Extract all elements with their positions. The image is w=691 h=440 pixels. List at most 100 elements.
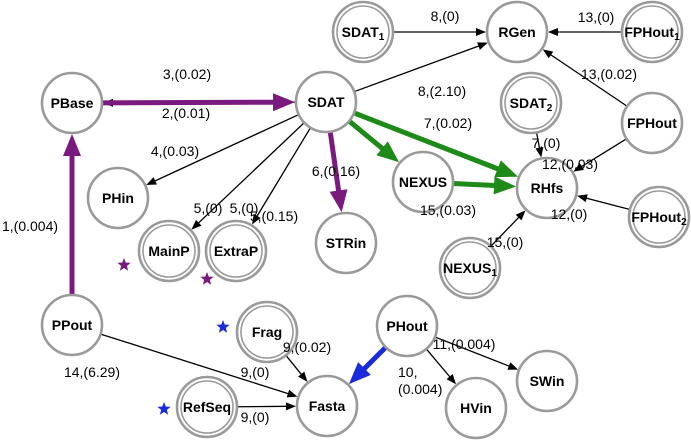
edge-line: [362, 345, 388, 371]
node-pbase: PBase: [40, 71, 104, 135]
edge-line: [452, 180, 496, 188]
edge-arrowhead: [63, 134, 81, 156]
edge-arrowhead: [548, 28, 558, 36]
node-ring: [375, 294, 439, 358]
edge-label-phout-swin: 11,(0.004): [433, 336, 496, 352]
edge-label-pbase-sdat: 2,(0.01): [162, 105, 210, 121]
edge-arrowhead: [285, 402, 297, 411]
node-ring: [204, 219, 268, 283]
edge-arrowhead: [542, 49, 554, 59]
edge-sdat-rgen: [353, 42, 488, 93]
node-label: PBase: [51, 95, 94, 111]
node-inner-ring: [632, 190, 686, 244]
edge-arrowhead: [446, 374, 457, 385]
edge-label-sdat-pbase: 3,(0.02): [163, 66, 211, 82]
edge-line: [549, 53, 628, 107]
node-inner-ring: [625, 5, 679, 59]
edge-line: [434, 336, 511, 367]
edges-layer: [63, 28, 631, 411]
edge-line: [256, 127, 312, 218]
edge-arrowhead: [493, 176, 517, 195]
edge-sdat-rhfs: [353, 110, 519, 178]
node-label: SDAT: [307, 94, 345, 110]
node-label: Frag: [252, 324, 282, 340]
edge-sdat-nexus: [347, 119, 400, 163]
edge-line: [197, 122, 305, 224]
node-label: FPHout1: [624, 24, 680, 43]
node-ring: [294, 70, 358, 134]
node-ring: [40, 293, 104, 357]
node-label: FPHout: [627, 115, 677, 131]
edge-line: [154, 113, 300, 182]
edge-label-sdat-strin: 6,(0.16): [312, 163, 360, 179]
edge-line: [285, 354, 303, 376]
edge-ppout-fasta: [100, 333, 298, 398]
edge-arrowhead: [477, 42, 488, 50]
edge-phout-swin: [434, 336, 519, 370]
edge-sdat-extrap: [252, 127, 312, 225]
node-ring: [40, 71, 104, 135]
edge-line: [535, 132, 541, 149]
node-ring: [235, 300, 299, 364]
node-inner-ring: [180, 380, 234, 434]
edge-line: [580, 138, 627, 168]
edge-phout-hvin: [425, 348, 457, 385]
node-inner-ring: [142, 224, 196, 278]
edge-pbase-sdat: [101, 93, 296, 112]
node-strin: STRin: [314, 211, 378, 275]
edge-label-sdat-extrap: 5,(0): [230, 200, 259, 216]
node-phout: PHout: [375, 294, 439, 358]
edge-label-fphout-rgen: 13,(0.02): [581, 66, 637, 82]
node-label: Fasta: [309, 398, 346, 414]
node-label: NEXUS1: [443, 260, 497, 279]
edge-line: [100, 333, 290, 395]
edge-label-nexus-rhfs: 15,(0.03): [420, 202, 476, 218]
edge-line: [353, 110, 500, 172]
edge-arrowhead: [329, 189, 348, 213]
node-label: RHfs: [531, 180, 564, 196]
node-ring: [620, 91, 684, 155]
edge-arrowhead: [376, 141, 400, 163]
node-label: NEXUS: [399, 174, 447, 190]
edge-sdat1-rgen: [393, 28, 486, 36]
node-inner-ring: [209, 224, 263, 278]
edge-arrowhead: [191, 219, 202, 230]
edge-label-sdat-label515: 5,(0.15): [250, 208, 298, 224]
edge-arrowhead: [573, 163, 584, 172]
node-sdat: SDAT: [294, 70, 358, 134]
node-label: FPHout2: [631, 209, 687, 228]
node-fasta: Fasta: [295, 374, 359, 438]
edge-arrowhead: [535, 146, 544, 158]
node-inner-ring: [504, 76, 558, 130]
node-fphout2: FPHout2: [627, 185, 691, 249]
edge-label-nexus1-rhfs: 15,(0): [487, 234, 524, 250]
edge-fphout2-rhfs: [577, 194, 631, 211]
node-frag: Frag: [235, 300, 299, 364]
node-label: RefSeq: [183, 399, 231, 415]
edge-label-fphout1-rgen: 13,(0): [578, 9, 615, 25]
edge-sdat-strin: [327, 131, 348, 213]
edge-arrowhead: [348, 362, 371, 385]
edge-arrowhead: [146, 177, 157, 186]
edge-line: [347, 119, 385, 151]
node-nexus1: NEXUS1: [438, 236, 502, 300]
edge-sdat-phin: [146, 113, 300, 186]
node-ring: [438, 236, 502, 300]
node-label: SDAT2: [510, 95, 553, 114]
node-fphout1: FPHout1: [620, 0, 684, 64]
node-rgen: RGen: [485, 0, 549, 64]
frag-star-icon: [216, 320, 230, 333]
node-label: RGen: [498, 24, 535, 40]
node-phin: PHin: [86, 166, 150, 230]
node-ring: [391, 150, 455, 214]
edge-label-ppout-fasta: 14,(6.29): [64, 364, 120, 380]
node-label: SWin: [530, 373, 565, 389]
edge-ppout-pbase: [63, 134, 81, 295]
node-ring: [314, 211, 378, 275]
node-fphout: FPHout: [620, 91, 684, 155]
node-label: MainP: [148, 243, 189, 259]
node-inner-ring: [240, 305, 294, 359]
node-label: ExtraP: [214, 243, 258, 259]
